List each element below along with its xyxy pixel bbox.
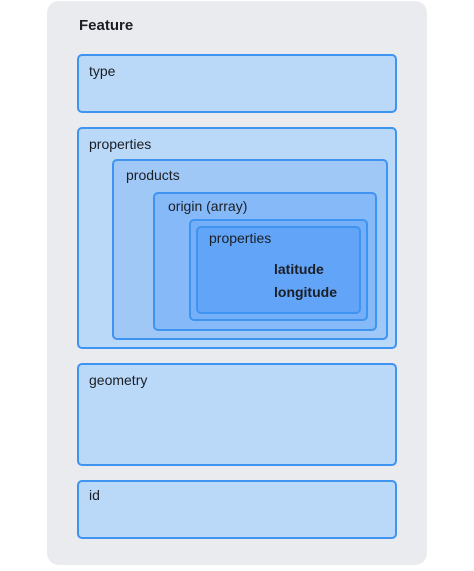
geometry-label: geometry <box>89 372 148 388</box>
origin-properties-box <box>196 226 361 314</box>
geometry-box <box>77 363 397 466</box>
products-label: products <box>126 167 180 183</box>
longitude-field: longitude <box>274 284 337 300</box>
feature-title: Feature <box>79 17 134 34</box>
latitude-field: latitude <box>274 261 324 277</box>
origin-array-label: origin (array) <box>168 198 248 214</box>
properties-label: properties <box>89 136 152 152</box>
id-label: id <box>89 487 100 503</box>
id-box <box>77 480 397 539</box>
type-box <box>77 54 397 113</box>
type-label: type <box>89 63 116 79</box>
origin-properties-label: properties <box>209 230 272 246</box>
